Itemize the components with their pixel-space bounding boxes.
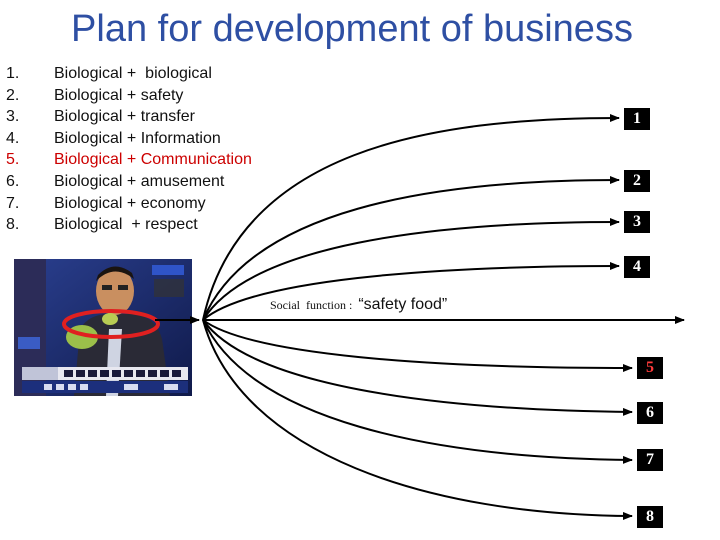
badge-8: 8 bbox=[637, 506, 663, 528]
list-item-text: Biological + Communication bbox=[54, 151, 252, 169]
badge-6: 6 bbox=[637, 402, 663, 424]
branch-arrow-7 bbox=[202, 319, 633, 464]
annotation-ellipse bbox=[62, 309, 160, 339]
list-item: 6.Biological + amusement bbox=[6, 172, 225, 190]
list-item: 3.Biological + transfer bbox=[6, 108, 195, 126]
list-item-highlighted: 5.Biological + Communication bbox=[6, 151, 252, 169]
branch-arrow-8 bbox=[202, 319, 633, 520]
list-item: 8.Biological + respect bbox=[6, 216, 198, 234]
badge-3: 3 bbox=[624, 211, 650, 233]
social-function-label: Social function : “safety food” bbox=[270, 296, 448, 313]
social-function-value: “safety food” bbox=[358, 296, 448, 313]
badge-4: 4 bbox=[624, 256, 650, 278]
branch-arrow-2 bbox=[202, 176, 620, 321]
branch-arrow-5 bbox=[202, 319, 633, 372]
list-item: 1.Biological + biological bbox=[6, 65, 212, 82]
business-plan-list: 1.Biological + biological 2.Biological +… bbox=[6, 63, 252, 236]
list-item-text: Biological + amusement bbox=[54, 172, 225, 190]
list-item: 7.Biological + economy bbox=[6, 194, 206, 212]
list-item-text: Biological + respect bbox=[54, 216, 198, 234]
badge-5-highlighted: 5 bbox=[637, 357, 663, 379]
branch-arrow-3 bbox=[202, 218, 620, 321]
list-item-text: Biological + Information bbox=[54, 129, 221, 147]
list-item-text: Biological + safety bbox=[54, 86, 184, 104]
branch-arrow-1 bbox=[202, 114, 620, 321]
list-item-text: Biological + transfer bbox=[54, 108, 195, 126]
list-item: 4.Biological + Information bbox=[6, 129, 221, 147]
badge-1: 1 bbox=[624, 108, 650, 130]
tv-news-photo bbox=[14, 259, 192, 396]
page-title: Plan for development of business bbox=[71, 8, 633, 50]
badge-7: 7 bbox=[637, 449, 663, 471]
list-item-text: Biological + biological bbox=[54, 65, 212, 82]
branch-arrow-4 bbox=[202, 262, 620, 321]
badge-2: 2 bbox=[624, 170, 650, 192]
list-item: 2.Biological + safety bbox=[6, 86, 184, 104]
branch-arrow-6 bbox=[202, 319, 633, 416]
list-item-text: Biological + economy bbox=[54, 194, 206, 212]
